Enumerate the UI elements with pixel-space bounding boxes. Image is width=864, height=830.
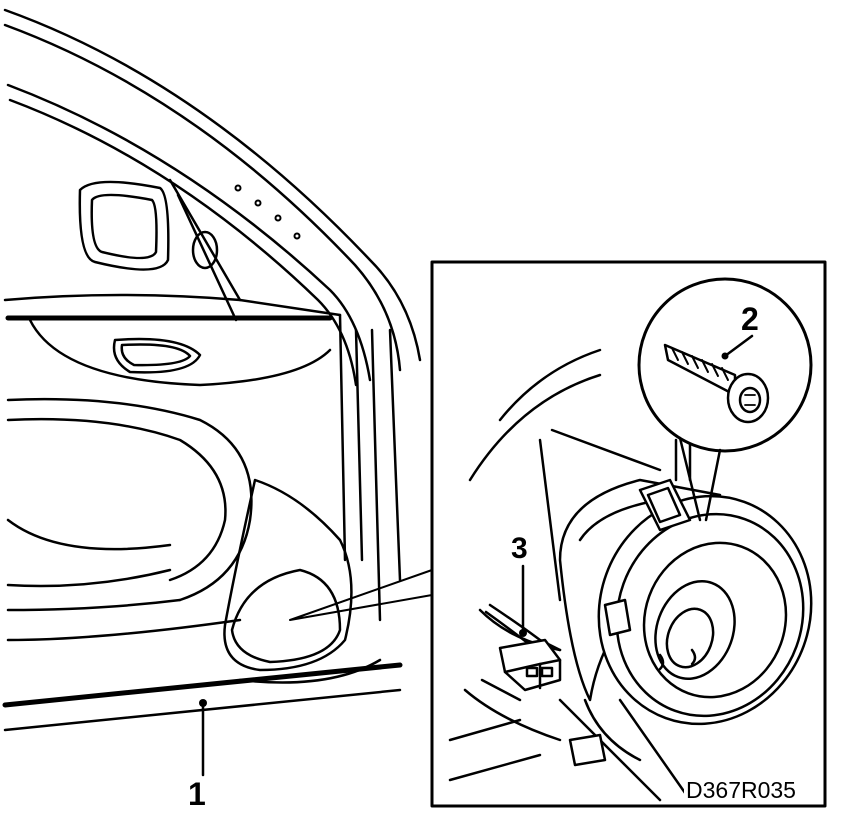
- screw-balloon-leader: [678, 436, 722, 522]
- zoom-leader: [289, 569, 433, 621]
- callout-2-label: 2: [741, 301, 759, 337]
- connector-icon: [484, 603, 562, 692]
- callout-3-label: 3: [511, 532, 528, 565]
- frame-rivets: [234, 184, 301, 240]
- figure-code: D367R035: [684, 777, 798, 804]
- speaker-icon: [558, 478, 813, 767]
- callout-2-leader: [723, 334, 754, 358]
- mirror-icon: [78, 180, 219, 271]
- screw-detail-circle: [637, 277, 813, 453]
- screw-icon: [663, 343, 770, 424]
- door-panel: [2, 293, 403, 732]
- callout-1-label: 1: [188, 776, 206, 812]
- door-frame: [3, 8, 422, 622]
